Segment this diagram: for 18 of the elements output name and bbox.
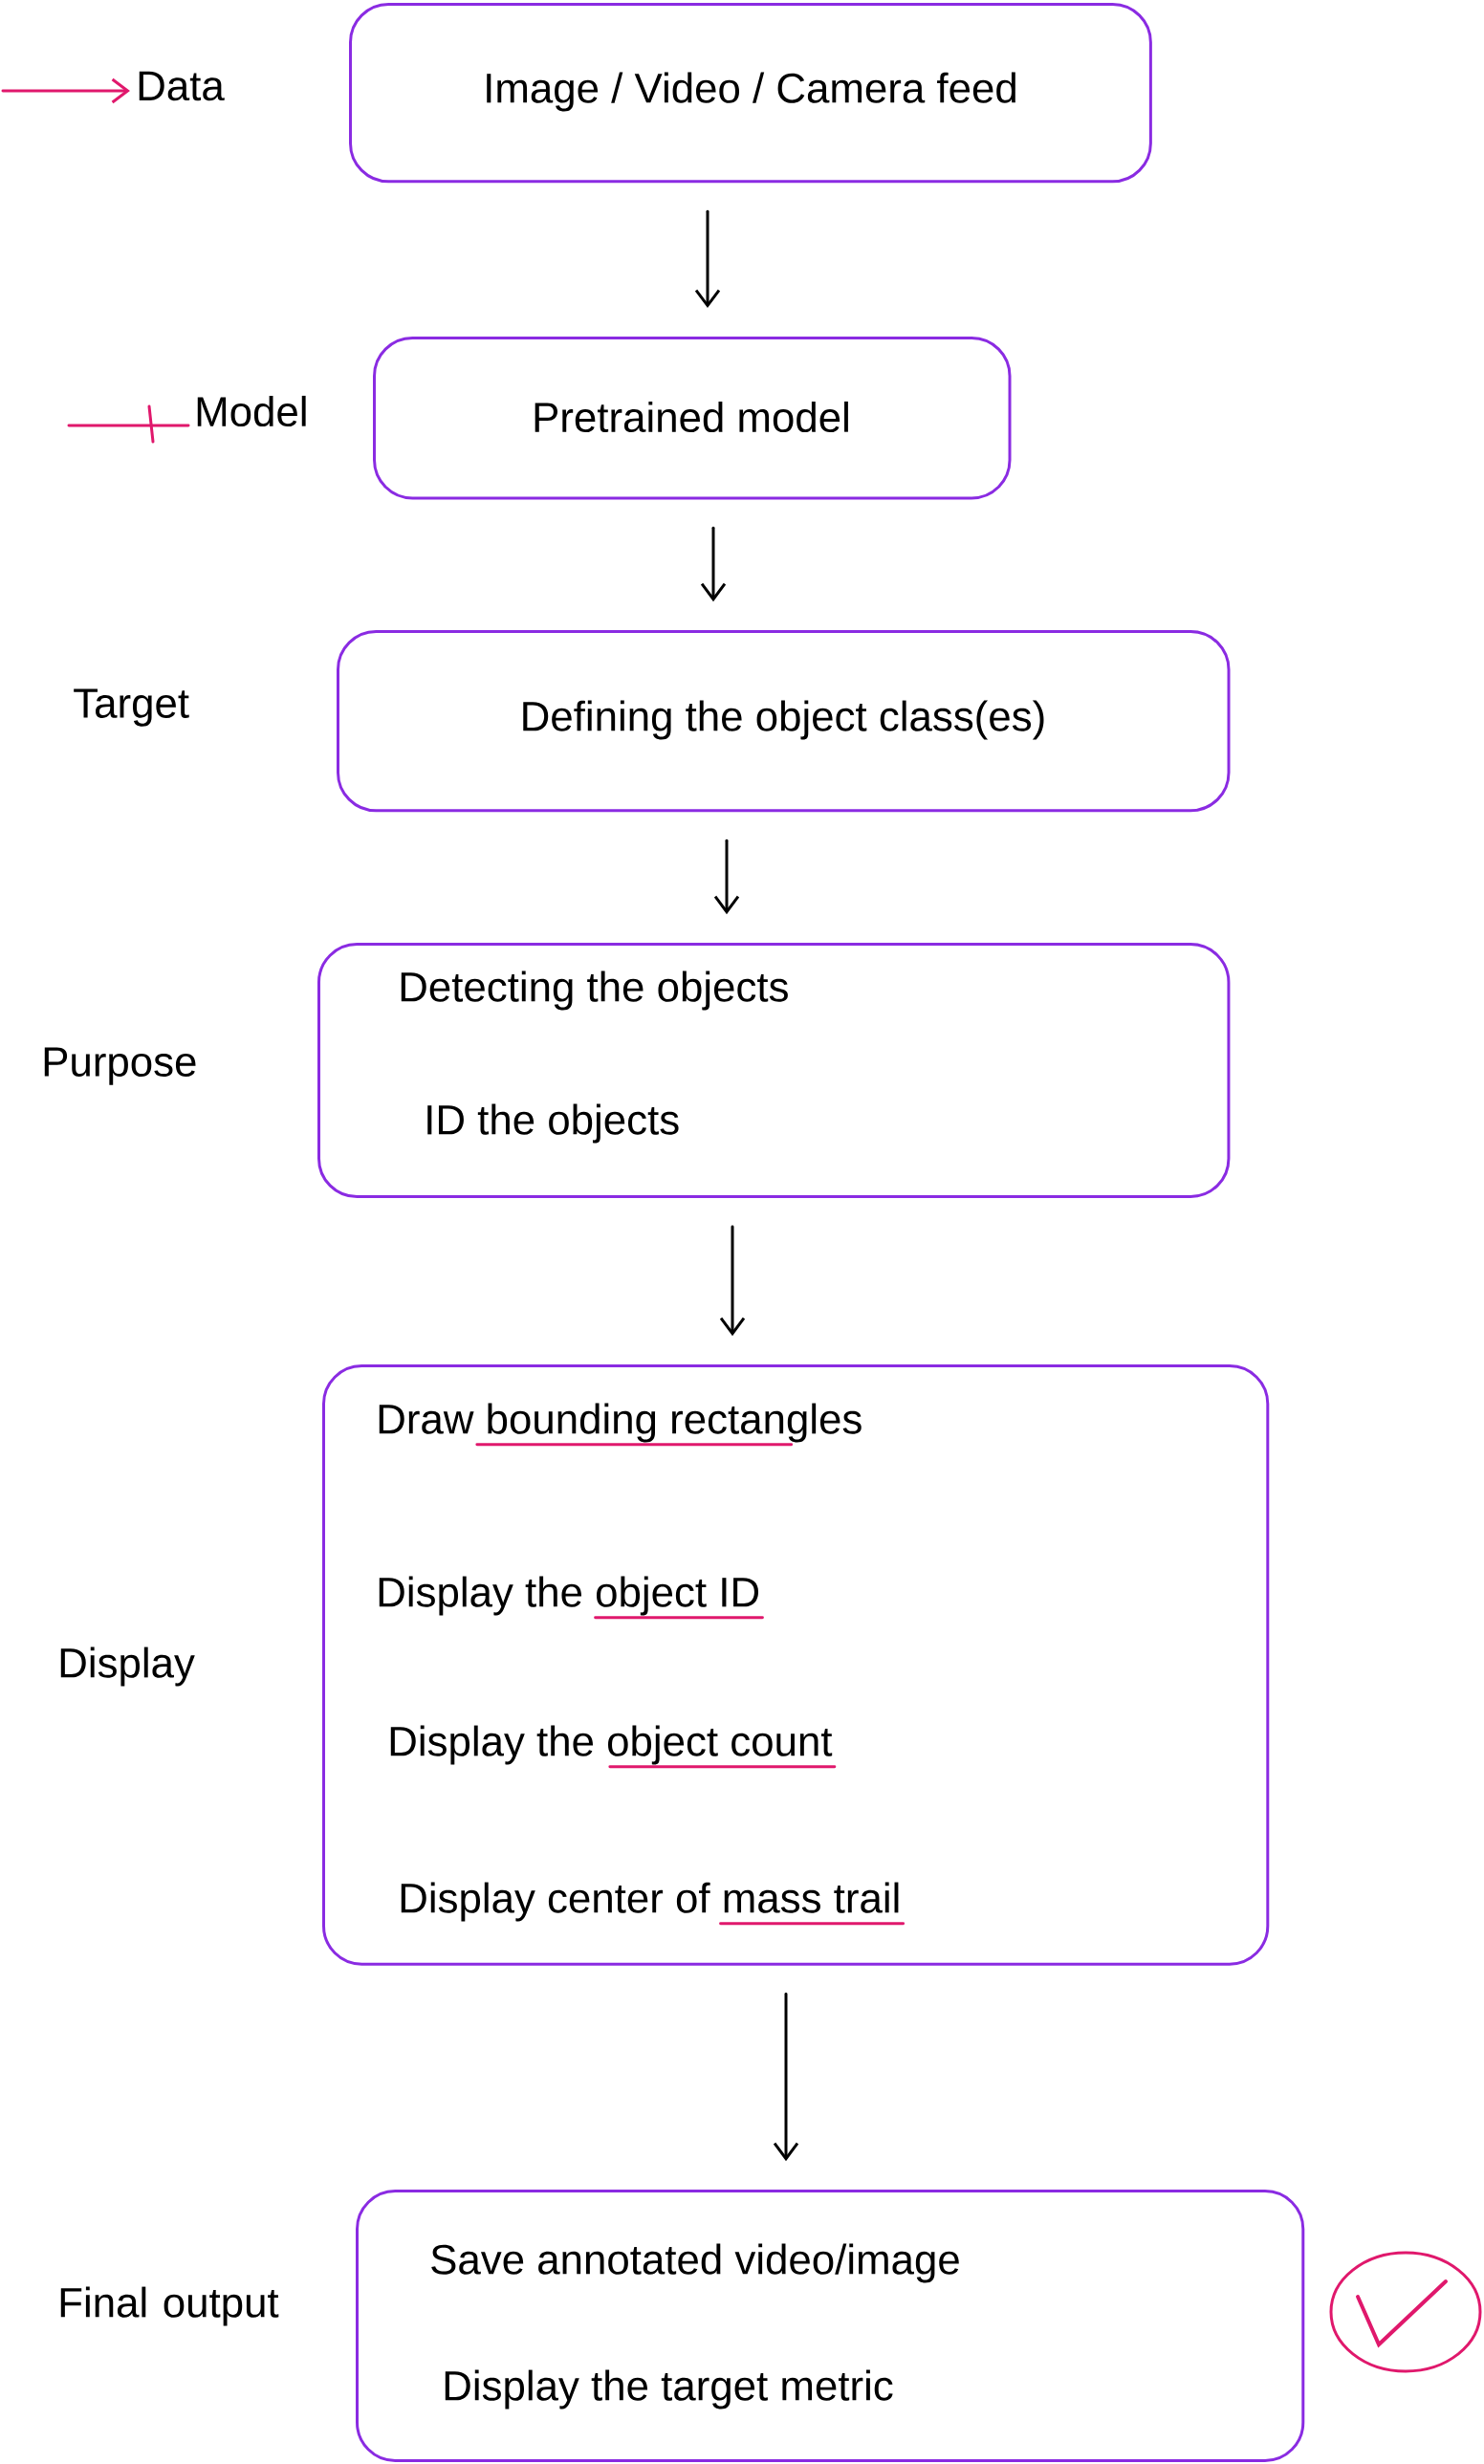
process-box: Image / Video / Camera feed (349, 3, 1152, 184)
process-box: Detecting the objects ID the objects (317, 943, 1231, 1198)
side-label: Display (60, 1646, 195, 1687)
side-label: Target (74, 688, 189, 727)
arrow (700, 526, 727, 602)
process-box: Defining the object class(es) (337, 630, 1231, 813)
arrow (713, 839, 740, 915)
process-box: Save annotated video/image Display the target metric (356, 2190, 1305, 2462)
arrow (719, 1225, 746, 1337)
process-box: Pretrained model (373, 337, 1012, 500)
arrow (1, 77, 130, 104)
arrow (694, 209, 721, 309)
process-box: Draw bounding rectangles Display the object ID Display the object count Display center of mass trail (322, 1364, 1270, 1966)
side-label: Model (197, 395, 306, 427)
side-label: Purpose (44, 1047, 196, 1085)
side-label: Data (139, 71, 225, 101)
side-label: Final output (60, 2286, 279, 2326)
arrow (773, 1993, 799, 2162)
